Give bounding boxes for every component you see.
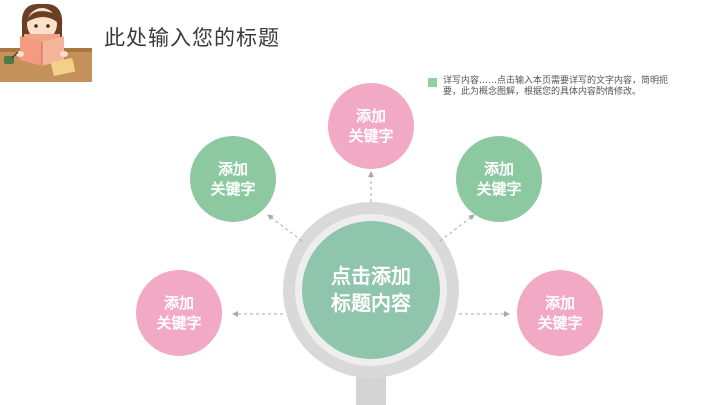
keyword-line1: 添加 (163, 294, 194, 312)
center-topic-line2: 标题内容 (331, 291, 411, 315)
connector-upper-left (267, 214, 303, 242)
keyword-node-far-right[interactable]: 添加 关键字 (517, 270, 603, 356)
center-topic-node[interactable]: 点击添加 标题内容 (302, 221, 440, 359)
reading-girl-illustration (0, 3, 92, 82)
keyword-node-far-left[interactable]: 添加 关键字 (136, 270, 222, 356)
keyword-node-top[interactable]: 添加 关键字 (328, 83, 414, 169)
page-title: 此处输入您的标题 (104, 26, 280, 50)
keyword-line1: 添加 (355, 107, 386, 125)
note-bullet (428, 78, 437, 87)
keyword-line1: 添加 (483, 160, 514, 178)
keyword-node-upper-left[interactable]: 添加 关键字 (190, 136, 276, 222)
center-topic-line1: 点击添加 (331, 264, 411, 288)
description-note: 详写内容……点击输入本页需要详写的文字内容，简明扼要，此为概念图解，根据您的具体… (428, 76, 673, 98)
keyword-line2: 关键字 (156, 314, 202, 332)
keyword-line2: 关键字 (348, 127, 394, 145)
connector-upper-right (439, 214, 475, 242)
keyword-line2: 关键字 (537, 314, 583, 332)
keyword-line1: 添加 (544, 294, 575, 312)
keyword-line2: 关键字 (476, 180, 522, 198)
keyword-line2: 关键字 (210, 180, 256, 198)
keyword-line1: 添加 (217, 160, 248, 178)
keyword-node-upper-right[interactable]: 添加 关键字 (456, 136, 542, 222)
note-text: 详写内容……点击输入本页需要详写的文字内容，简明扼要，此为概念图解，根据您的具体… (443, 76, 669, 97)
